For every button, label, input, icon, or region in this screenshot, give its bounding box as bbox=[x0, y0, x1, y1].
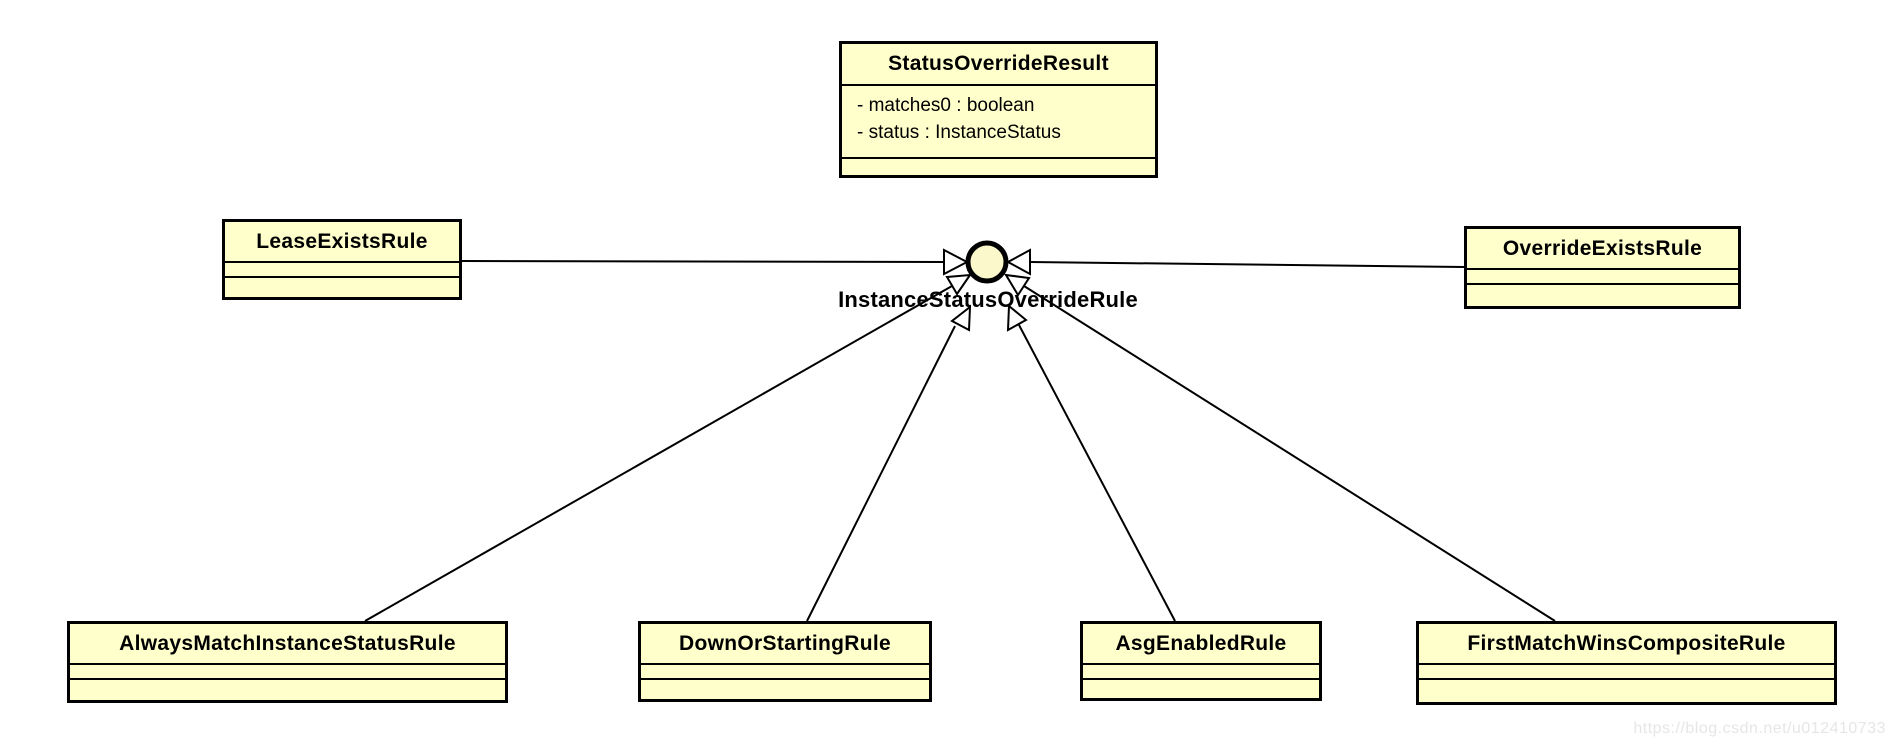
attribute-item: - status : InstanceStatus bbox=[857, 122, 1061, 143]
realization-arrowhead-icon bbox=[950, 304, 972, 332]
realization-arrowhead-icon bbox=[945, 273, 973, 296]
attributes-compartment bbox=[1467, 270, 1738, 285]
watermark: https://blog.csdn.net/u012410733 bbox=[1633, 720, 1886, 737]
realization-connector-override-exists bbox=[1029, 261, 1465, 268]
realization-arrowhead-icon bbox=[1006, 303, 1028, 332]
methods-compartment bbox=[1419, 680, 1834, 702]
interface-lollipop-icon bbox=[965, 240, 1009, 284]
class-name: OverrideExistsRule bbox=[1467, 229, 1738, 270]
class-name: AsgEnabledRule bbox=[1083, 624, 1319, 665]
class-box-lease-exists-rule: LeaseExistsRule bbox=[222, 219, 462, 300]
methods-compartment bbox=[70, 680, 505, 700]
realization-connector-first-match-wins bbox=[1023, 285, 1556, 622]
methods-compartment bbox=[1467, 285, 1738, 306]
class-name: LeaseExistsRule bbox=[225, 222, 459, 263]
attributes-compartment bbox=[70, 665, 505, 680]
methods-compartment bbox=[641, 680, 929, 699]
methods-compartment bbox=[842, 159, 1155, 175]
realization-connector-down-or-starting bbox=[806, 325, 956, 622]
class-box-first-match-wins-composite-rule: FirstMatchWinsCompositeRule bbox=[1416, 621, 1837, 705]
realization-connector-always-match bbox=[364, 285, 953, 622]
attributes-compartment bbox=[1083, 665, 1319, 680]
class-name: FirstMatchWinsCompositeRule bbox=[1419, 624, 1834, 665]
class-box-status-override-result: StatusOverrideResult - matches0 : boolea… bbox=[839, 41, 1158, 178]
class-name: AlwaysMatchInstanceStatusRule bbox=[70, 624, 505, 665]
realization-connector-asg-enabled bbox=[1018, 324, 1176, 622]
class-box-down-or-starting-rule: DownOrStartingRule bbox=[638, 621, 932, 702]
attributes-compartment bbox=[225, 263, 459, 278]
realization-arrowhead-icon bbox=[943, 248, 970, 276]
class-box-override-exists-rule: OverrideExistsRule bbox=[1464, 226, 1741, 309]
class-box-asg-enabled-rule: AsgEnabledRule bbox=[1080, 621, 1322, 701]
attributes-compartment bbox=[1419, 665, 1834, 680]
realization-arrowhead-icon bbox=[1004, 273, 1031, 297]
attributes-compartment bbox=[641, 665, 929, 680]
methods-compartment bbox=[1083, 680, 1319, 698]
class-box-always-match-instance-status-rule: AlwaysMatchInstanceStatusRule bbox=[67, 621, 508, 703]
class-name: DownOrStartingRule bbox=[641, 624, 929, 665]
attribute-item: - matches0 : boolean bbox=[857, 95, 1035, 116]
attributes-compartment: - matches0 : boolean - status : Instance… bbox=[842, 86, 1155, 159]
realization-connector-lease-exists bbox=[461, 260, 945, 263]
methods-compartment bbox=[225, 278, 459, 297]
realization-arrowhead-icon bbox=[1005, 248, 1031, 276]
class-name: StatusOverrideResult bbox=[842, 44, 1155, 86]
